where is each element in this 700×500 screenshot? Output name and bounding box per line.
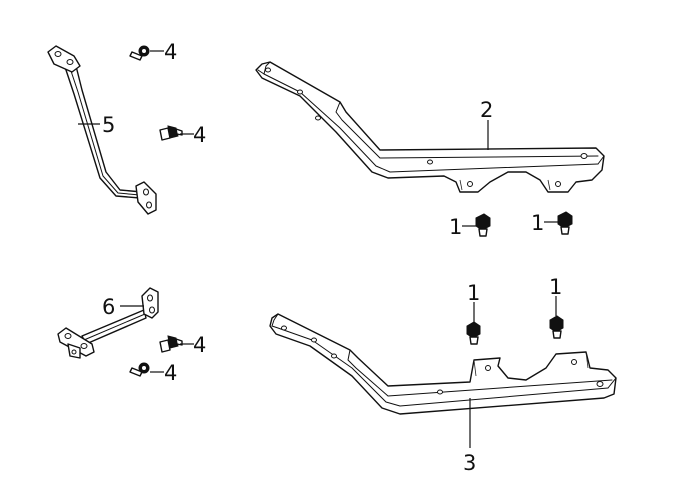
leader-lines [78,50,558,448]
part-1-nut-d [549,315,564,339]
callout-4-bottom-a: 4 [193,333,206,357]
callout-1-b: 1 [531,211,544,235]
part-2-upper-bracket [255,61,605,193]
part-6-lower-stay [57,287,159,359]
part-4-bolt-bottom-b [129,362,150,377]
part-4-bolt-top-a [129,45,150,61]
part-3-lower-bracket [269,313,617,415]
callout-5: 5 [102,113,115,137]
callout-2: 2 [480,98,493,122]
callout-1-a: 1 [449,215,462,239]
part-1-nut-c [466,321,481,345]
callout-4-top-a: 4 [164,40,177,64]
part-4-bolt-bottom-a [159,335,183,353]
callout-1-c: 1 [467,281,480,305]
part-1-nut-a [475,213,491,237]
part-5-tube-stay [47,45,157,215]
callout-4-bottom-b: 4 [164,361,177,385]
callout-4-top-b: 4 [193,123,206,147]
part-1-nut-b [557,211,573,235]
callout-6: 6 [102,295,115,319]
part-4-bolt-top-b [159,125,183,141]
callout-labels: 4 4 5 2 1 1 6 4 4 1 1 3 [102,40,562,475]
callout-3: 3 [463,451,476,475]
callout-1-d: 1 [549,275,562,299]
